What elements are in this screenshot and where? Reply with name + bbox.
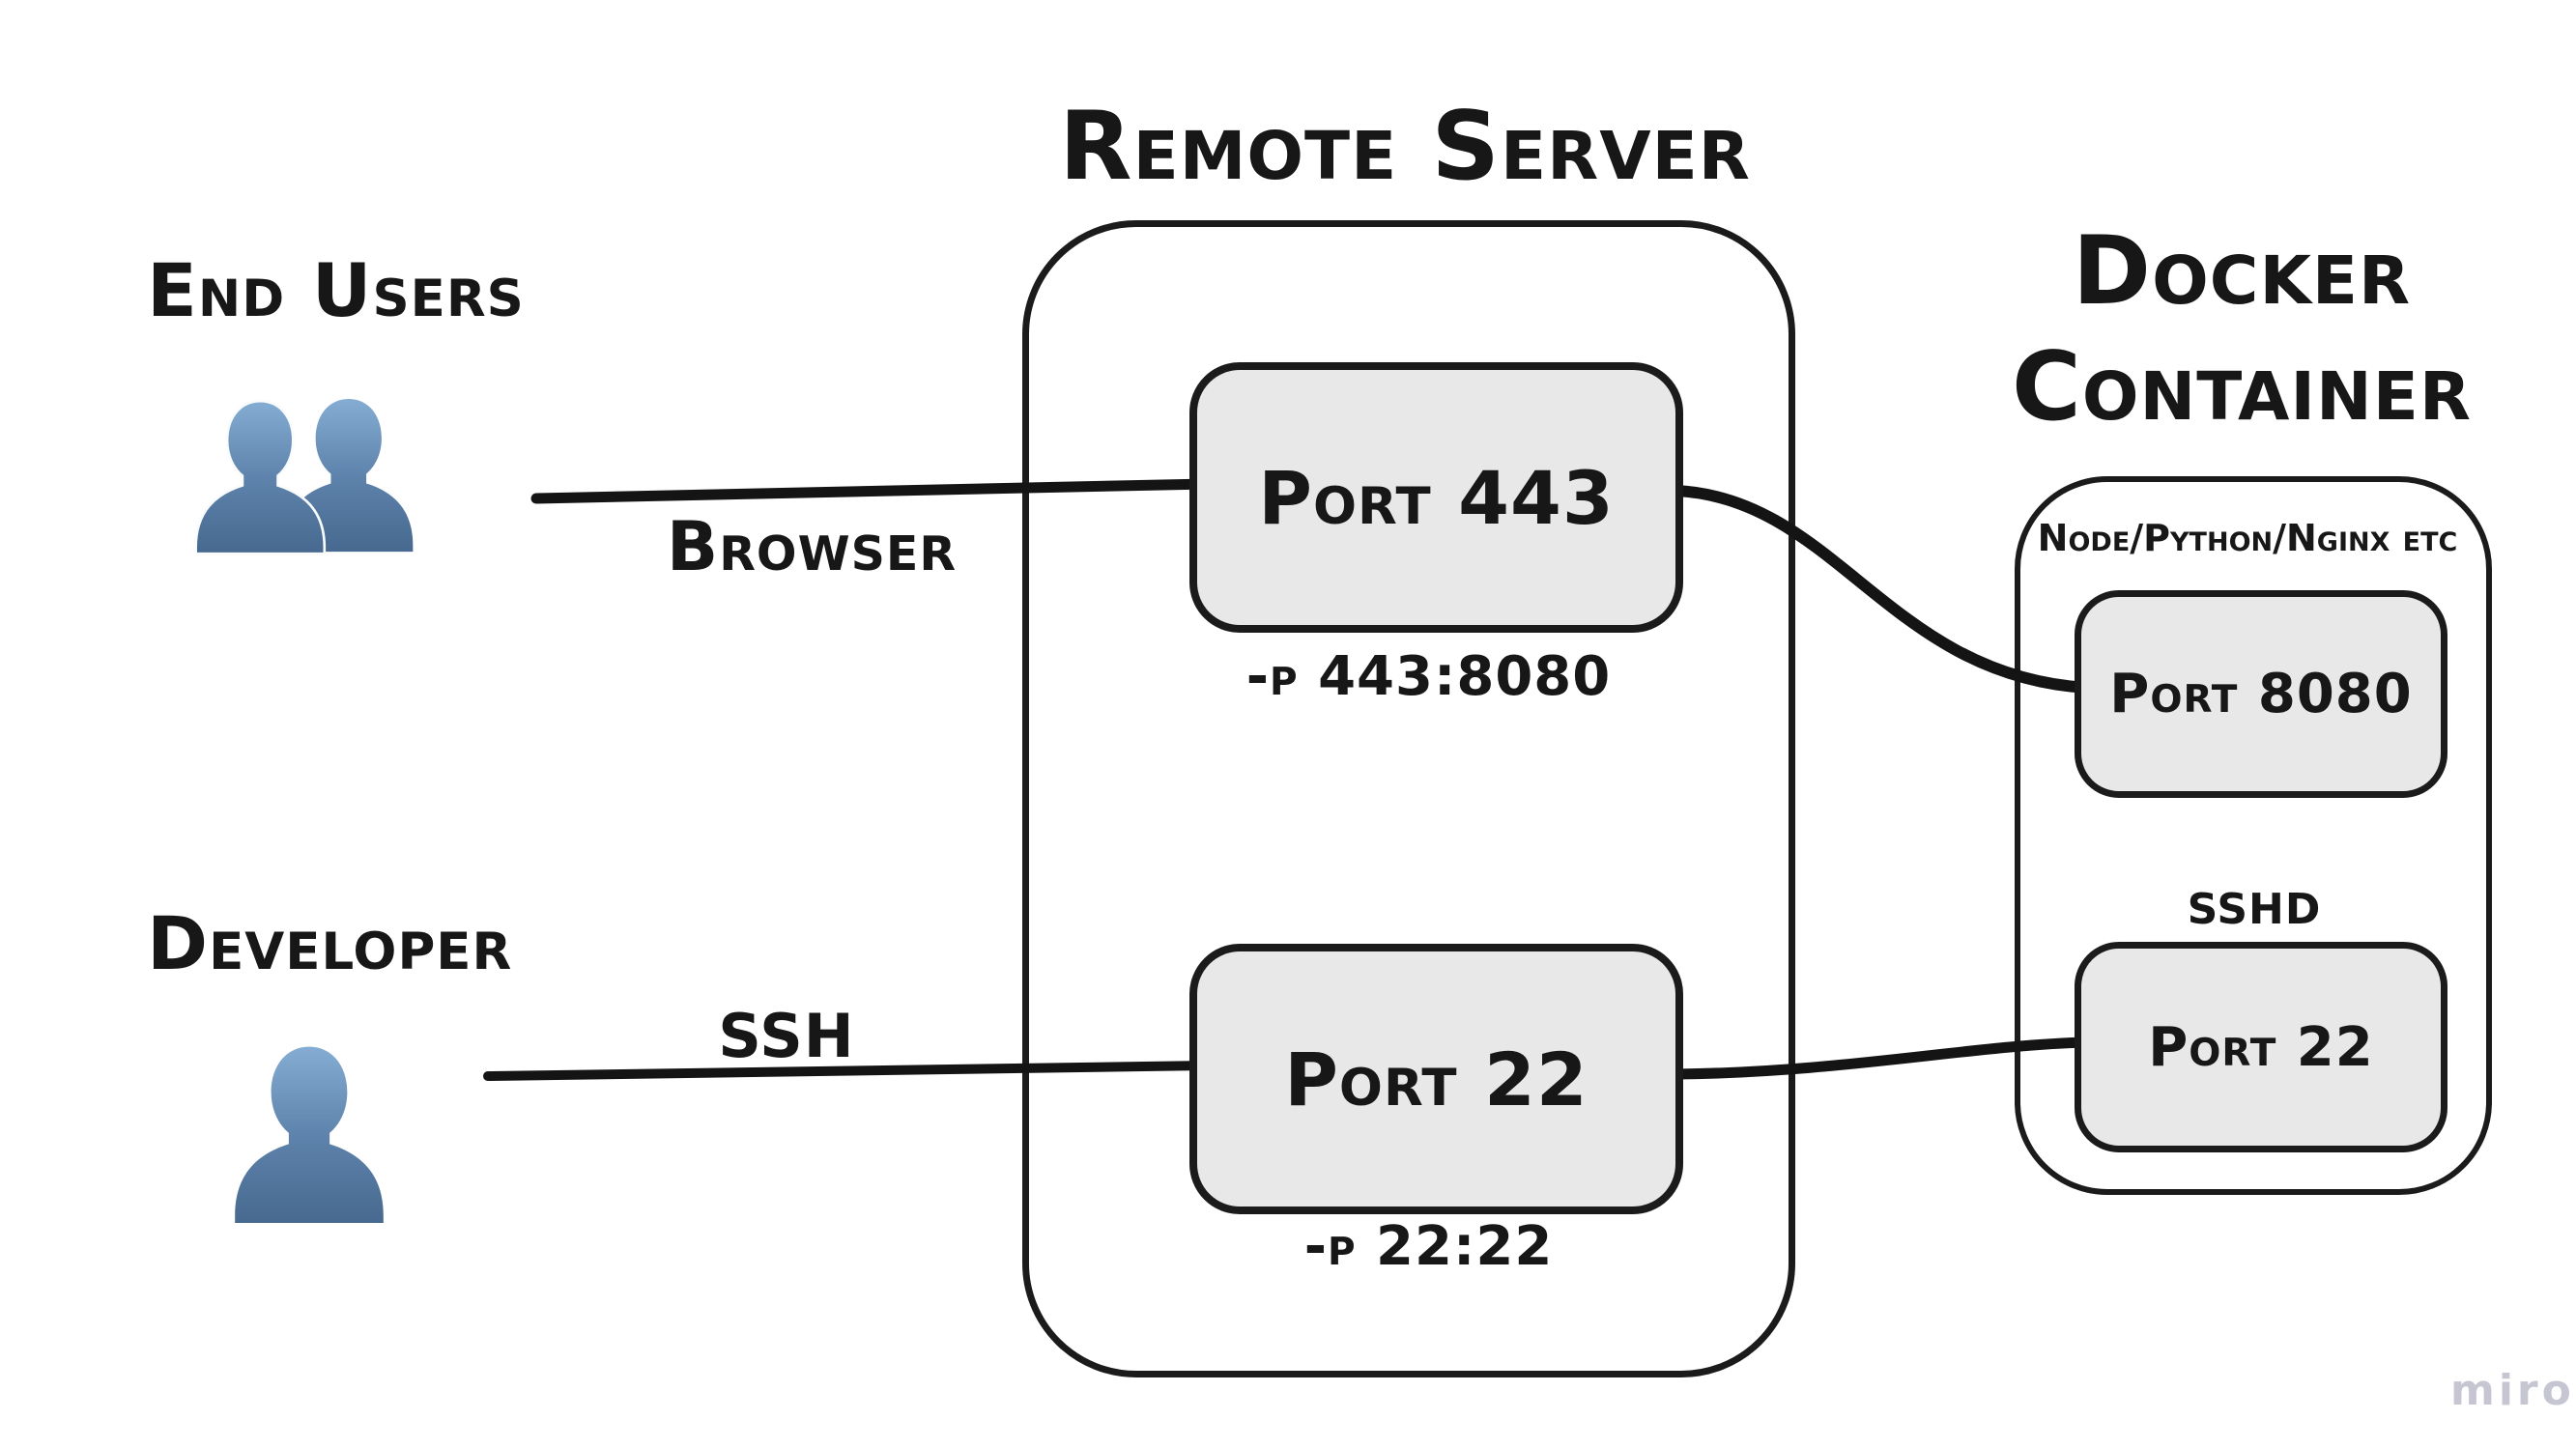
docker-container-title: Docker Container bbox=[2011, 216, 2473, 442]
remote-server-title: Remote Server bbox=[1059, 92, 1751, 202]
ssh-label: SSH bbox=[718, 1001, 855, 1071]
server-port-443-box: Port 443 bbox=[1189, 362, 1683, 633]
docker-port-22-label: Port 22 bbox=[2148, 1015, 2374, 1079]
port-mapping-22: -p 22:22 bbox=[1303, 1215, 1554, 1278]
ssh-line bbox=[483, 1061, 1213, 1081]
developer-icon bbox=[235, 1046, 384, 1223]
port-mapping-443: -p 443:8080 bbox=[1245, 645, 1612, 708]
docker-port-8080-label: Port 8080 bbox=[2109, 663, 2413, 725]
docker-port-8080-box: Port 8080 bbox=[2075, 590, 2447, 798]
docker-stack-label: Node/Python/Nginx etc bbox=[2037, 517, 2458, 559]
end-users-label: End Users bbox=[147, 247, 525, 333]
browser-line bbox=[530, 478, 1214, 504]
sshd-label: SSHD bbox=[2187, 885, 2322, 934]
connector-22-22 bbox=[1671, 1036, 2093, 1080]
server-port-22-box: Port 22 bbox=[1189, 944, 1683, 1214]
docker-container-outline bbox=[2015, 476, 2492, 1195]
browser-label: Browser bbox=[666, 507, 958, 586]
developer-label: Developer bbox=[147, 900, 513, 986]
docker-port-22-box: Port 22 bbox=[2075, 942, 2447, 1152]
end-users-icon bbox=[193, 399, 414, 555]
server-port-443-label: Port 443 bbox=[1258, 454, 1615, 541]
miro-watermark: miro bbox=[2450, 1366, 2575, 1415]
server-port-22-label: Port 22 bbox=[1284, 1036, 1589, 1122]
remote-server-outline bbox=[1022, 220, 1795, 1377]
connector-443-8080 bbox=[1671, 485, 2093, 694]
